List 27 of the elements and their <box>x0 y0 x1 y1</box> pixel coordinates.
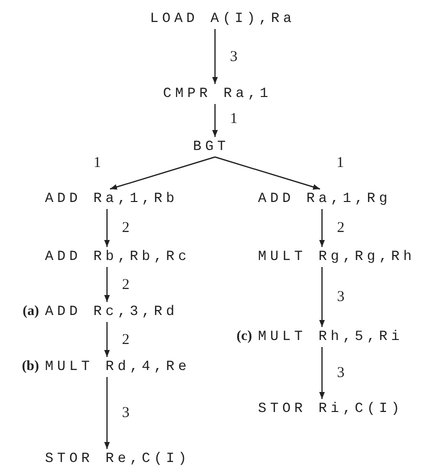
instruction-text: ADD Rb,Rb,Rc <box>45 249 190 265</box>
callout-label: (b) <box>22 359 39 375</box>
instruction-text: ADD Ra,1,Rb <box>45 191 178 207</box>
arrow <box>104 322 110 357</box>
arrow <box>110 156 216 190</box>
arrow <box>104 377 110 449</box>
instruction-text: STOR Re,C(I) <box>45 451 190 467</box>
arrow <box>212 104 218 137</box>
arrow <box>104 267 110 302</box>
arrow <box>319 209 325 247</box>
arrow <box>212 29 218 84</box>
instruction-text: CMPR Ra,1 <box>163 86 272 102</box>
instruction-text: ADD Rc,3,Rd <box>45 304 178 320</box>
arrow <box>319 267 325 327</box>
instruction-text: STOR Ri,C(I) <box>258 401 404 417</box>
instruction-text: MULT Rd,4,Re <box>45 359 190 375</box>
callout-label: (a) <box>22 304 39 320</box>
instruction-text: BGT <box>193 139 230 155</box>
instruction-text: MULT Rg,Rg,Rh <box>258 249 416 265</box>
instruction-text: MULT Rh,5,Ri <box>258 329 404 345</box>
arrow <box>319 347 325 399</box>
edge-label: 3 <box>229 48 238 64</box>
instruction-text: LOAD A(I),Ra <box>150 11 296 27</box>
callout-label: (c) <box>236 329 252 345</box>
arrow <box>214 156 320 190</box>
arrow <box>104 209 110 247</box>
instruction-text: ADD Ra,1,Rg <box>258 191 392 207</box>
